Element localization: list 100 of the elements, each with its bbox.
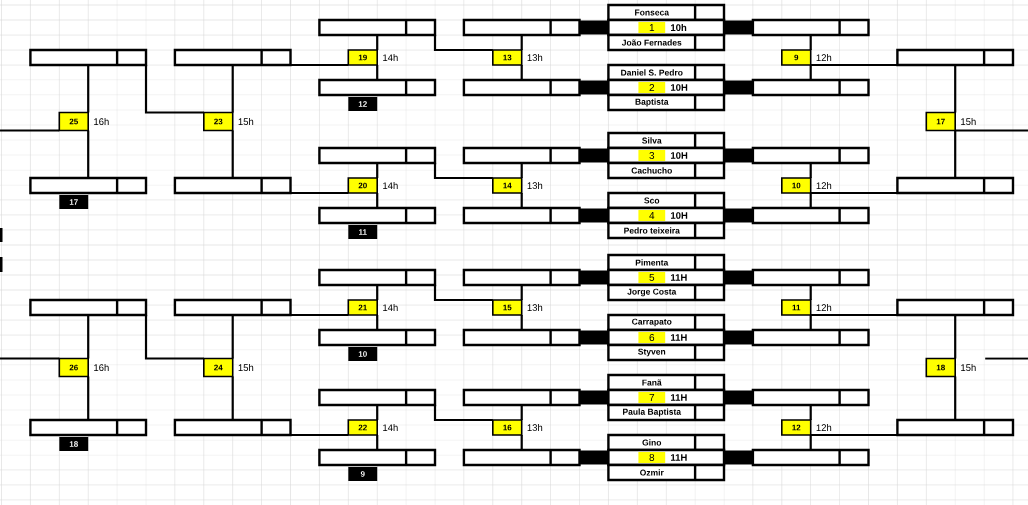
connector-bar (724, 390, 753, 405)
bracket-line (954, 65, 957, 113)
empty-slot (29, 298, 148, 317)
bracket-line (231, 65, 234, 113)
time-label: 10H (671, 212, 688, 219)
bracket-line (810, 63, 898, 67)
time-label: 11H (671, 274, 687, 281)
loser-source-number: 11 (348, 225, 378, 239)
bracket-line (520, 65, 523, 80)
empty-slot (318, 268, 437, 287)
name-cell: Carrapato (607, 313, 726, 332)
empty-slot (318, 328, 437, 347)
bracket-line (231, 376, 234, 420)
bracket-line (520, 35, 523, 50)
empty-slot (318, 388, 437, 407)
bracket-line (433, 405, 493, 422)
empty-slot (318, 448, 437, 467)
loser-source-number: 10 (348, 347, 378, 361)
bracket-line (0, 129, 60, 132)
connector-bar (724, 148, 753, 163)
match-number: 11 (781, 299, 812, 316)
time-label: 16h (94, 118, 109, 125)
empty-slot (173, 418, 292, 437)
time-label: 16h (94, 364, 109, 371)
match-number: 24 (203, 357, 234, 378)
bracket-line (231, 130, 234, 178)
match-number: 7 (638, 392, 666, 403)
bracket-line (809, 35, 812, 50)
bracket-line (376, 65, 379, 80)
time-label: 14h (383, 54, 398, 61)
empty-slot (29, 176, 148, 195)
connector-bar (724, 20, 753, 35)
empty-slot (751, 18, 870, 37)
match-number: 20 (347, 177, 378, 194)
bracket-line (87, 376, 90, 420)
time-label: 13h (527, 54, 543, 61)
match-number: 22 (347, 419, 378, 436)
time-label: 14h (383, 304, 398, 311)
name-cell: João Fernades (607, 33, 726, 52)
bracket-line (520, 435, 523, 450)
bracket-line (231, 315, 234, 359)
empty-slot (751, 206, 870, 225)
match-number: 17 (925, 111, 956, 132)
bracket-line (954, 315, 957, 359)
bracket-line (520, 163, 523, 178)
bracket-line (376, 315, 379, 330)
bracket-line (520, 285, 523, 300)
empty-slot (318, 206, 437, 225)
empty-slot (173, 298, 292, 317)
empty-slot (462, 146, 581, 165)
name-cell: Sco (607, 191, 726, 210)
empty-slot (751, 146, 870, 165)
match-number: 12 (781, 419, 812, 436)
bracket-line (290, 63, 349, 67)
match-number: 1 (638, 22, 666, 33)
name-cell: Jorge Costa (607, 283, 726, 302)
match-number: 14 (492, 177, 523, 194)
empty-slot (462, 388, 581, 407)
bracket-line (0, 357, 60, 360)
bracket-line (520, 315, 523, 330)
empty-slot (462, 268, 581, 287)
empty-slot (751, 448, 870, 467)
bracket-line (810, 191, 898, 195)
bracket-line (810, 433, 898, 437)
bracket-line (87, 130, 90, 178)
empty-slot (751, 268, 870, 287)
bracket-line (433, 163, 493, 180)
bracket-line (809, 315, 812, 330)
loser-source-number: 12 (348, 97, 378, 111)
bracket-line (376, 193, 379, 208)
empty-slot (462, 448, 581, 467)
connector-bar (579, 80, 609, 95)
name-cell: Gino (607, 433, 726, 452)
empty-slot (462, 328, 581, 347)
loser-source-number: 9 (348, 467, 378, 481)
name-cell: Pimenta (607, 253, 726, 272)
match-number: 13 (492, 49, 523, 66)
bracket-line (290, 313, 349, 317)
name-cell: Styven (607, 343, 726, 362)
time-label: 14h (383, 182, 398, 189)
connector-bar (579, 450, 609, 465)
bracket-line (955, 129, 1028, 132)
match-number: 5 (638, 272, 666, 283)
bracket-line (985, 357, 1028, 360)
bracket-line (87, 65, 90, 113)
time-label: 11H (671, 334, 687, 341)
time-label: 13h (527, 424, 543, 431)
bracket-line (87, 315, 90, 359)
empty-slot (462, 18, 581, 37)
time-label: 12h (816, 304, 832, 311)
name-cell: Cachucho (607, 161, 726, 180)
bracket-line (433, 285, 493, 302)
time-label: 10H (671, 84, 688, 91)
bracket-line (954, 130, 957, 178)
time-label: 15h (238, 118, 254, 125)
match-number: 2 (638, 82, 666, 93)
match-number: 26 (58, 357, 89, 378)
time-label: 13h (527, 304, 543, 311)
time-label: 10h (671, 24, 687, 31)
connector-bar (579, 208, 609, 223)
